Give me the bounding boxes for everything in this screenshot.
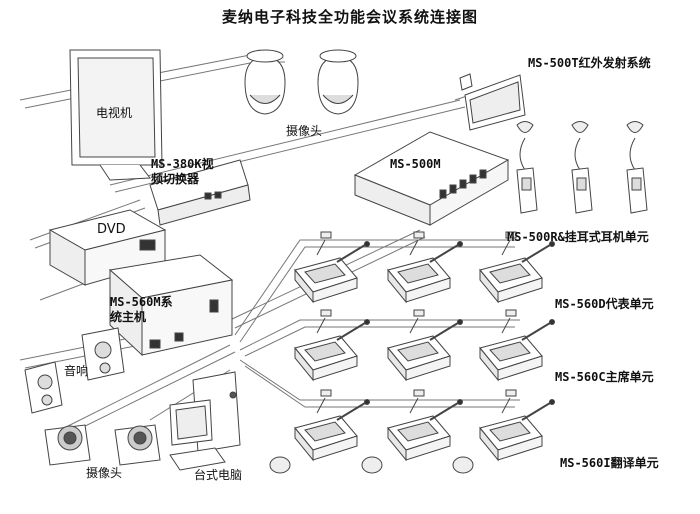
dvd-label: DVD: [97, 222, 126, 237]
interpreter-unit: [387, 389, 463, 462]
chairman-unit: [294, 309, 370, 382]
headphone-receiver: [626, 121, 648, 214]
interpreter-label: MS-560I翻译单元: [560, 456, 659, 470]
host-label-1: MS-560M系: [110, 295, 173, 309]
delegate-label: MS-560D代表单元: [555, 297, 654, 311]
desktop-pc-label: 台式电脑: [194, 468, 243, 482]
chairman-label: MS-560C主席单元: [555, 370, 654, 384]
ms500m-label: MS-500M: [390, 157, 441, 171]
headphone-receivers: [516, 121, 648, 214]
headphone-receiver: [516, 121, 538, 214]
speaker-right: [81, 327, 125, 381]
tv-device: [69, 49, 163, 181]
headphone-unit-label: MS-500R&挂耳式耳机单元: [507, 230, 649, 244]
tv-label: 电视机: [96, 106, 133, 120]
delegate-unit: [294, 231, 370, 304]
dvd-device: [48, 209, 167, 286]
ms500m-device: [353, 131, 510, 226]
video-switcher-label-1: MS-380K视: [151, 157, 214, 171]
host-device: [108, 254, 234, 357]
camera-bottom-label: 摄像头: [86, 466, 123, 480]
speaker-left: [24, 361, 63, 414]
desktop-pc-device: [169, 371, 241, 471]
speaker-label: 音响: [64, 364, 89, 378]
chairman-unit: [387, 309, 463, 382]
interpreter-unit: [294, 389, 370, 462]
camera-bottom-2: [114, 424, 161, 466]
conference-units: [294, 231, 555, 462]
camera-bottom-1: [44, 424, 91, 466]
host-label-2: 统主机: [110, 310, 147, 324]
headphone-receiver: [571, 121, 593, 214]
ir-system-label: MS-500T红外发射系统: [528, 56, 651, 70]
delegate-unit: [479, 231, 555, 304]
video-switcher-label-2: 频切换器: [151, 172, 200, 186]
delegate-unit: [387, 231, 463, 304]
camera-top-1: [244, 49, 286, 115]
chairman-unit: [479, 309, 555, 382]
camera-top-2: [317, 49, 359, 115]
diagram-title: 麦纳电子科技全功能会议系统连接图: [221, 8, 478, 26]
video-switcher-device: [149, 159, 251, 226]
ir-emitter: [459, 73, 526, 131]
interpreter-earphones: [269, 456, 474, 474]
camera-top-label: 摄像头: [286, 124, 323, 138]
interpreter-unit: [479, 389, 555, 462]
